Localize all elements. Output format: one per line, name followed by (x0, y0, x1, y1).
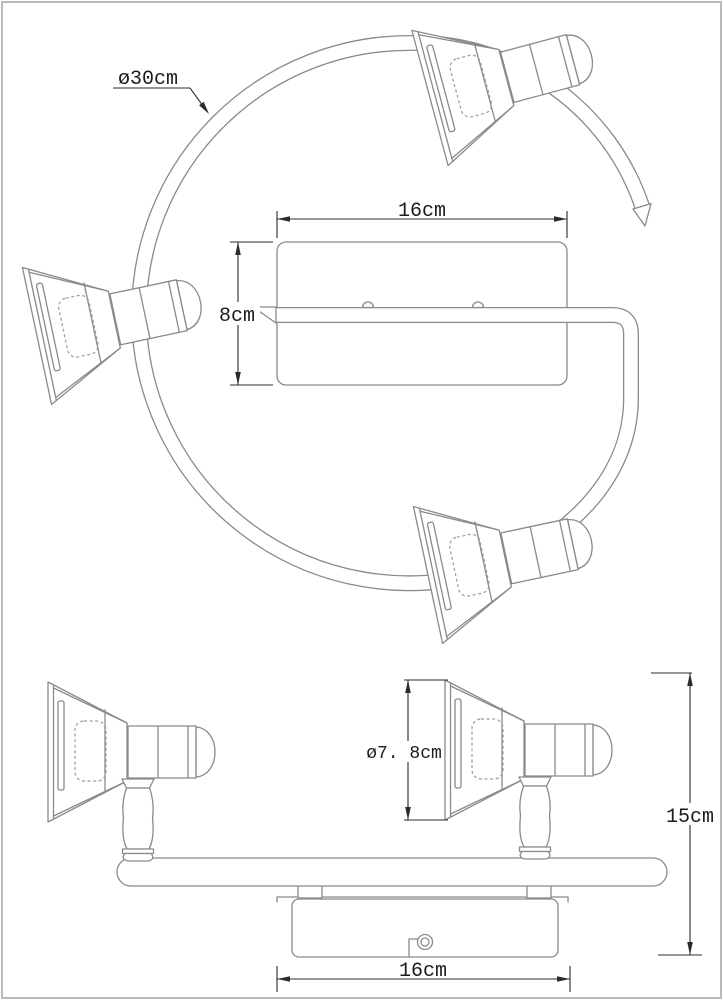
arrowhead (277, 976, 290, 982)
screw-bracket-line (408, 938, 419, 958)
extension-lines (276, 211, 568, 238)
canopy-screw (408, 933, 434, 958)
canopy-body (291, 898, 559, 958)
dimension-ring-diameter: ø30cm (113, 68, 209, 114)
leader-line (113, 87, 207, 111)
extension-lines (230, 241, 273, 386)
arrowhead (405, 680, 411, 693)
bar-clip-bump (361, 301, 375, 309)
spotlight-top-right (411, 0, 611, 167)
arm-free-tip (632, 202, 652, 227)
screw-outer (416, 933, 434, 951)
arrowhead (557, 976, 570, 982)
spotlight-left (21, 232, 216, 406)
shade-diameter-label: ø7. 8cm (366, 744, 442, 764)
arrowhead (235, 372, 241, 385)
dimension-shade-diameter: ø7. 8cm (364, 679, 448, 821)
dimension-plate-height: 8cm (214, 241, 273, 386)
arrowhead (687, 942, 693, 955)
top-view: ø30cm 16cm 8cm (21, 0, 652, 645)
ring-diameter-label: ø30cm (118, 68, 178, 91)
screw-inner (420, 937, 430, 947)
fixture-height-label: 15cm (666, 806, 714, 829)
side-view: ø7. 8cm 15cm 16cm (48, 672, 716, 992)
label-backing (390, 960, 456, 977)
support-rail (116, 857, 668, 887)
base-width-label: 16cm (399, 960, 447, 983)
extension-lines (651, 672, 702, 956)
dimension-fixture-height: 15cm (651, 672, 716, 956)
arrowhead (687, 673, 693, 686)
canopy-flange (276, 896, 569, 903)
dimension-base-width: 16cm (276, 960, 571, 992)
spotlight-side-left (48, 682, 215, 861)
leader-arrowhead (199, 101, 209, 114)
canopy (276, 896, 569, 958)
label-backing (214, 302, 260, 325)
bar-clip-bump (471, 301, 485, 309)
label-backing (364, 741, 444, 762)
plate-width-label: 16cm (398, 200, 446, 223)
arrowhead (277, 216, 290, 222)
spotlight-bottom (412, 471, 607, 645)
spotlight-side-right (445, 680, 612, 859)
arrowhead (405, 807, 411, 820)
label-backing (663, 803, 716, 825)
plate-height-label: 8cm (219, 305, 255, 328)
extension-lines (404, 679, 448, 821)
arrowhead (554, 216, 567, 222)
dimension-plate-width: 16cm (276, 200, 568, 238)
arrowhead (235, 242, 241, 255)
